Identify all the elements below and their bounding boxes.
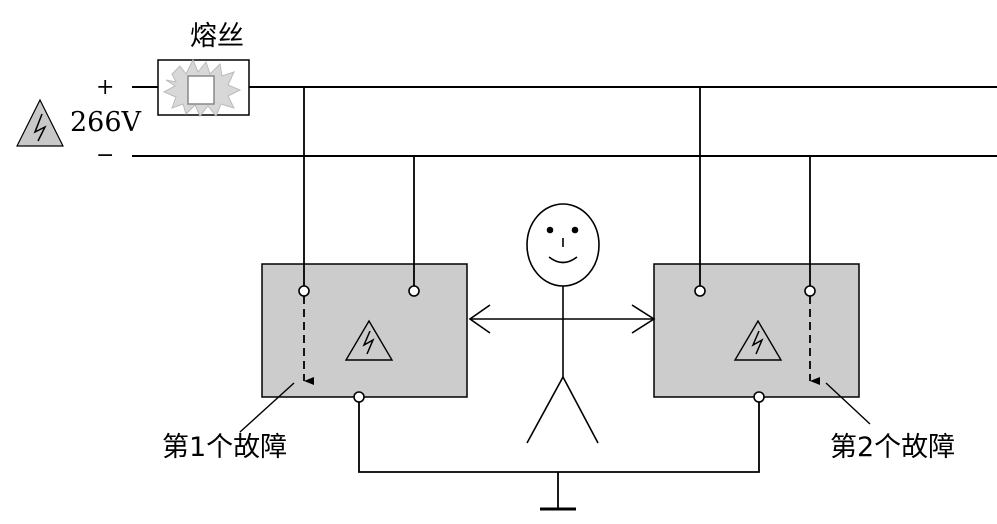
fuse-label: 熔丝 — [190, 21, 244, 52]
terminal-ground-right — [753, 391, 765, 403]
person-figure — [468, 203, 656, 444]
shock-warning-icon-left — [344, 319, 394, 361]
person-eye-right — [571, 226, 579, 234]
person-hand-left — [468, 304, 491, 334]
fault-leaders — [239, 382, 871, 433]
fault-paths — [303, 296, 820, 385]
plus-sign: + — [96, 75, 114, 100]
fault-leader-right — [825, 382, 871, 425]
device-box-left — [261, 263, 468, 398]
shock-warning-icon-right — [733, 319, 783, 361]
high-voltage-warning-icon — [16, 98, 64, 147]
person-eye-left — [546, 226, 554, 234]
supply-lines — [132, 86, 997, 157]
person-hand-right — [631, 304, 656, 334]
person-leg-right — [562, 376, 599, 444]
person-leg-left — [526, 376, 564, 444]
terminal-right-2 — [804, 285, 816, 297]
fault-leader-left — [239, 382, 295, 433]
fault-label-second: 第2个故障 — [830, 432, 955, 463]
minus-sign: − — [96, 143, 114, 168]
terminal-ground-left — [353, 391, 365, 403]
device-box-right — [653, 263, 860, 398]
ground-wiring — [358, 402, 760, 508]
person-mouth — [548, 256, 578, 264]
feed-wires — [303, 87, 811, 286]
terminal-left-1 — [298, 285, 310, 297]
fault-label-first: 第1个故障 — [162, 432, 287, 463]
terminal-left-2 — [408, 285, 420, 297]
fuse — [157, 58, 250, 117]
ground-bus — [358, 402, 760, 473]
voltage-label: 266V — [70, 107, 142, 138]
terminal-right-1 — [694, 285, 706, 297]
terminals — [298, 285, 816, 403]
